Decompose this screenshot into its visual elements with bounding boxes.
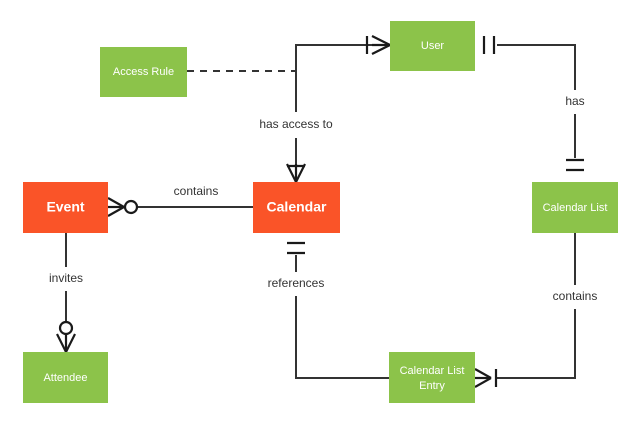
marker-calendarlist-exactly-one bbox=[566, 158, 584, 172]
relationship-label-contains-list: contains bbox=[553, 289, 598, 303]
connector-user-calendarlist bbox=[497, 44, 576, 158]
marker-event-zero-or-many bbox=[107, 197, 139, 217]
entity-user[interactable]: User bbox=[390, 21, 475, 71]
entity-calendar-label: Calendar bbox=[267, 199, 327, 215]
relationship-label-contains-event: contains bbox=[174, 184, 219, 198]
marker-entry-one-or-many bbox=[474, 368, 498, 388]
entity-calendar[interactable]: Calendar bbox=[253, 182, 340, 233]
entity-calendar-list-box[interactable] bbox=[532, 182, 618, 233]
connector-calendar-entry bbox=[295, 255, 389, 379]
connector-user-to-label bbox=[295, 44, 390, 112]
entity-access-rule-label: Access Rule bbox=[113, 66, 174, 78]
entity-calendar-list-label: Calendar List bbox=[543, 202, 608, 214]
entity-calendar-list-entry-label-line2: Entry bbox=[419, 380, 445, 392]
entity-access-rule-box[interactable] bbox=[100, 47, 187, 97]
connector-calendarlist-entry bbox=[497, 233, 576, 379]
relationship-label-invites: invites bbox=[49, 271, 83, 285]
relationship-label-has: has bbox=[565, 94, 584, 108]
marker-attendee-zero-or-many bbox=[56, 320, 76, 353]
entity-access-rule[interactable]: Access Rule bbox=[100, 47, 187, 97]
entity-calendar-list-entry[interactable]: Calendar List Entry bbox=[389, 352, 475, 403]
entity-attendee-box[interactable] bbox=[23, 352, 108, 403]
relationship-label-has-access-to: has access to bbox=[259, 117, 333, 131]
entity-calendar-box[interactable] bbox=[253, 182, 340, 233]
marker-calendar-one-or-many bbox=[286, 163, 306, 183]
entity-attendee-label: Attendee bbox=[43, 372, 87, 384]
entity-event-box[interactable] bbox=[23, 182, 108, 233]
connector-contains-cl-lower bbox=[497, 309, 576, 379]
marker-user-exactly-one bbox=[482, 36, 496, 54]
marker-calendar-exactly-one bbox=[287, 241, 305, 255]
entity-calendar-list-entry-box[interactable] bbox=[389, 352, 475, 403]
entity-calendar-list[interactable]: Calendar List bbox=[532, 182, 618, 233]
relationship-label-references: references bbox=[268, 276, 325, 290]
entity-attendee[interactable]: Attendee bbox=[23, 352, 108, 403]
entity-user-box[interactable] bbox=[390, 21, 475, 71]
connector-references-lower bbox=[295, 296, 389, 379]
entity-user-label: User bbox=[421, 40, 445, 52]
connector-user-calendar bbox=[295, 44, 390, 168]
entity-event-label: Event bbox=[46, 199, 84, 215]
entity-event[interactable]: Event bbox=[23, 182, 108, 233]
marker-user-one-or-many bbox=[365, 35, 391, 55]
connector-user-to-has-label bbox=[497, 44, 576, 90]
entity-calendar-list-entry-label-line1: Calendar List bbox=[400, 365, 465, 377]
